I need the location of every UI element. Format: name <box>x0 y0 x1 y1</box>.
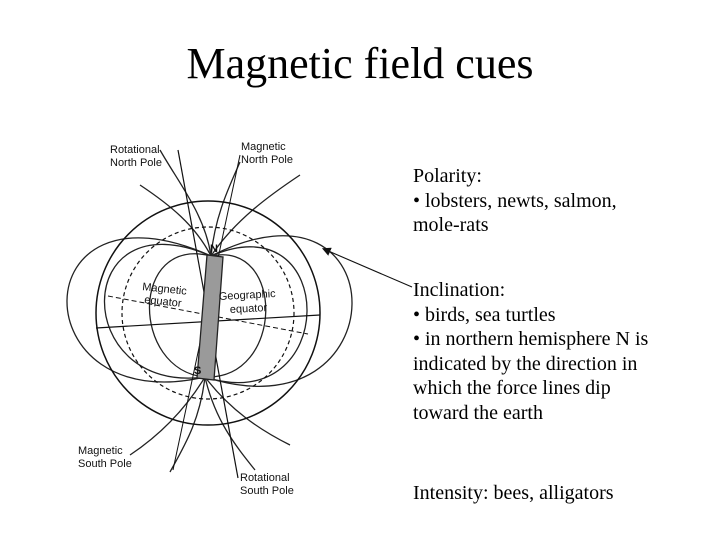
field-line-top-1 <box>159 149 212 257</box>
magnetic-north-pole-line1: Magnetic <box>241 141 286 153</box>
inclination-heading: Inclination: <box>413 279 506 301</box>
inclination-line-2: • in northern hemisphere N is <box>413 328 649 350</box>
field-line-inner-right <box>204 254 267 378</box>
field-line-outer-left <box>66 237 212 383</box>
slide-title: Magnetic field cues <box>186 39 534 88</box>
field-line-top-3 <box>210 174 301 257</box>
rotational-north-pole-line1: Rotational <box>110 144 160 156</box>
label-rotational-south-pole: Rotational South Pole <box>240 472 294 497</box>
inclination-line-1: • birds, sea turtles <box>413 303 556 326</box>
magnetic-south-pole-line2: South Pole <box>78 458 132 470</box>
earth-circle <box>95 200 321 426</box>
magnetic-south-pole-line1: Magnetic <box>78 445 123 457</box>
inclination-line-5: toward the earth <box>413 401 543 424</box>
label-magnetic-north-pole: Magnetic North Pole <box>241 141 293 166</box>
field-line-bottom-4 <box>204 376 291 446</box>
inclination-line-3: indicated by the direction in <box>413 352 638 375</box>
field-line-inner-left <box>148 253 212 378</box>
label-magnetic-south-pole: Magnetic South Pole <box>78 445 132 470</box>
intensity-block: Intensity: bees, alligators <box>413 481 713 506</box>
polarity-heading: Polarity: <box>413 165 482 187</box>
label-rotational-north-pole: Rotational North Pole <box>110 144 162 169</box>
dashed-field-circle <box>121 226 295 400</box>
field-line-bottom-3 <box>129 376 206 456</box>
magnetic-north-pole-line2: North Pole <box>241 154 293 166</box>
inclination-pointer <box>321 247 413 288</box>
polarity-line-1: • lobsters, newts, salmon, <box>413 189 617 212</box>
rotational-north-pole-line2: North Pole <box>110 157 162 169</box>
field-line-top-4 <box>139 184 212 257</box>
intensity-text: Intensity: bees, alligators <box>413 482 614 504</box>
magnetic-equator-line <box>107 295 309 335</box>
rotational-south-pole-line2: South Pole <box>240 485 294 497</box>
magnet-south-label: S <box>194 365 201 377</box>
magnet-north-label: N <box>210 243 218 255</box>
inclination-line-4: which the force lines dip <box>413 377 611 399</box>
label-magnetic-equator: Magnetic equator <box>142 281 188 310</box>
field-line-mid-left <box>103 243 212 379</box>
magnetic-equator-line2: equator <box>144 294 183 310</box>
geographic-equator-line2: equator <box>230 302 268 316</box>
field-line-outer-right <box>204 235 353 387</box>
bar-magnet: N S <box>194 243 224 381</box>
geographic-equator-line1: Geographic <box>219 288 277 303</box>
field-line-mid-right <box>204 246 308 384</box>
polarity-block: Polarity: • lobsters, newts, salmon, mol… <box>413 164 713 238</box>
field-line-bottom-2 <box>204 376 256 471</box>
label-geographic-equator: Geographic equator <box>219 288 277 316</box>
inclination-block: Inclination: • birds, sea turtles • in n… <box>413 278 713 425</box>
rotational-south-pole-line1: Rotational <box>240 472 290 484</box>
magnetic-equator-line1: Magnetic <box>142 281 188 298</box>
polarity-line-2: mole-rats <box>413 214 489 236</box>
